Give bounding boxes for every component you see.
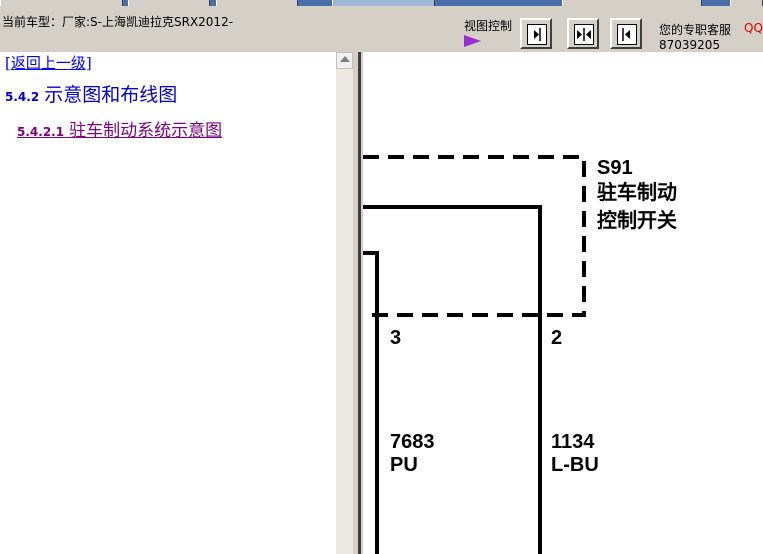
play-left-icon [617,24,637,45]
circuit-number: 7683 [390,431,435,453]
tab-button-5[interactable] [562,0,702,6]
navigation-pane [0,52,336,554]
tab-button-4[interactable] [332,0,435,6]
tab-button-6[interactable] [730,0,763,6]
scroll-up-arrow-icon [340,56,350,62]
tab-button-1[interactable] [0,0,123,6]
wiring-diagram: S91 驻车制动 控制开关 3 2 7683 PU 1134 L-BU [363,52,763,554]
subsection-number: 5.4.2.1 [17,125,65,139]
wire-color: PU [390,454,418,476]
splitter-edge [358,52,361,554]
section-heading: 5.4.2 示意图和布线图 [5,80,177,107]
component-name-line2: 控制开关 [597,208,677,232]
tab-button-3[interactable] [216,0,298,6]
circuit-number: 1134 [551,431,595,453]
tab-button-2[interactable] [128,0,210,6]
play-right-icon [527,24,547,45]
back-link[interactable]: [返回上一级] [5,54,92,72]
view-control-label: 视图控制 [464,19,513,33]
scroll-up-button[interactable] [336,52,353,69]
top-toolbar: 当前车型：厂家:S-上海凯迪拉克SRX2012- 视图控制 [0,0,763,52]
wire-circuit-7683 [363,251,379,554]
pin-label: 3 [390,327,401,349]
section-title: 示意图和布线图 [44,84,178,106]
service-label: 您的专职客服 [659,23,732,37]
qq-link[interactable]: QQ [744,21,763,35]
view-right-button[interactable] [610,18,642,49]
section-number: 5.4.2 [5,90,40,104]
phone-number: 87039205 [659,38,721,52]
wire-color: L-BU [551,454,599,476]
switch-boundary-dashed [363,155,586,317]
view-center-button[interactable] [567,18,599,49]
pin-label: 2 [551,327,562,349]
current-model-label: 当前车型：厂家:S-上海凯迪拉克SRX2012- [2,15,234,29]
split-arrows-icon [574,24,594,45]
pointer-arrow-icon [464,35,481,47]
vertical-scrollbar[interactable] [336,52,353,554]
pane-splitter[interactable] [353,52,363,554]
component-name-line1: 驻车制动 [597,180,677,204]
subsection-link[interactable]: 5.4.2.1 驻车制动系统示意图 [17,116,222,141]
view-left-button[interactable] [520,18,552,49]
wire-circuit-1134 [363,205,542,554]
subsection-title: 驻车制动系统示意图 [69,121,223,141]
component-id: S91 [597,157,633,179]
